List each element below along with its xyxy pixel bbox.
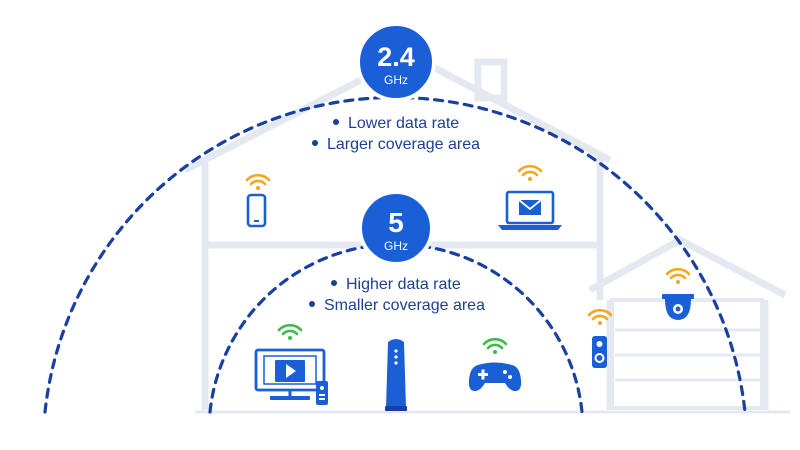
wifi-signal-icon xyxy=(245,173,271,190)
bullet-24ghz-2: Larger coverage area xyxy=(327,136,480,153)
badge-24ghz: 2.4 GHz xyxy=(356,22,436,102)
wifi-signal-icon xyxy=(665,267,691,284)
badge-5ghz: 5 GHz xyxy=(358,190,434,266)
badge-24ghz-number: 2.4 xyxy=(377,42,415,72)
bullets-5ghz: Higher data rate Smaller coverage area xyxy=(309,276,485,314)
badge-5ghz-number: 5 xyxy=(388,207,404,238)
tv-icon xyxy=(254,323,328,405)
gamepad-icon xyxy=(468,337,522,392)
security-camera-icon xyxy=(662,267,694,320)
remote-control-icon xyxy=(316,381,328,405)
bullets-24ghz: Lower data rate Larger coverage area xyxy=(312,115,480,153)
wifi-signal-icon xyxy=(277,323,303,340)
wifi-signal-icon xyxy=(587,308,613,325)
house-outline xyxy=(183,51,790,414)
bullet-5ghz-2: Smaller coverage area xyxy=(324,297,485,314)
laptop-mail-icon xyxy=(498,164,562,230)
bullet-24ghz-1: Lower data rate xyxy=(348,115,459,132)
doorbell-icon xyxy=(587,308,613,368)
smartphone-icon xyxy=(245,173,271,228)
wifi-signal-icon xyxy=(517,164,543,181)
badge-24ghz-unit: GHz xyxy=(384,73,408,87)
wifi-signal-icon xyxy=(482,337,508,354)
bullet-5ghz-1: Higher data rate xyxy=(346,276,461,293)
badge-5ghz-unit: GHz xyxy=(384,239,408,253)
router-icon xyxy=(385,339,407,411)
